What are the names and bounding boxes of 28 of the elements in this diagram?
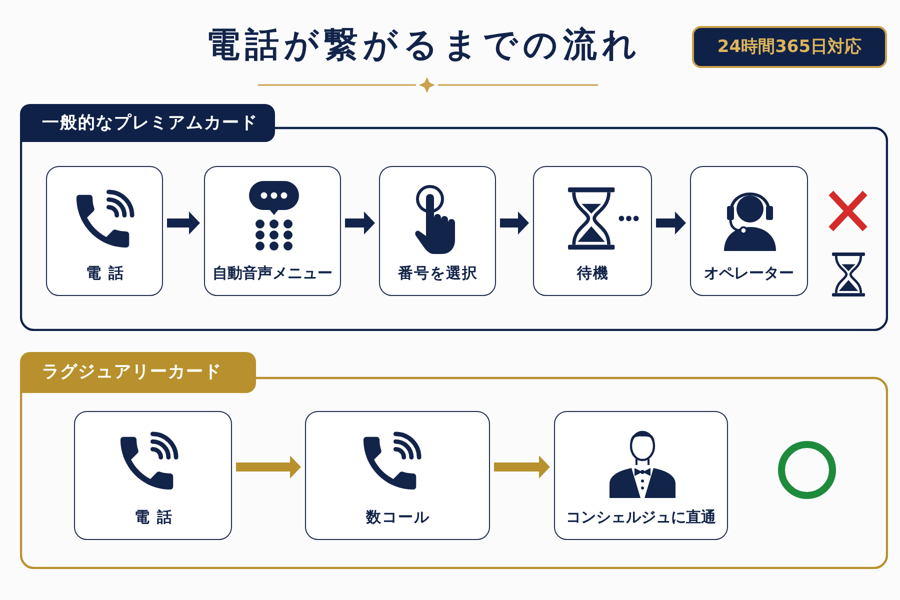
step-box [554,411,728,540]
arrow [656,212,686,234]
step-label: 電話 [86,263,131,284]
step-label: 番号を選択 [398,263,478,284]
step-box [305,411,490,540]
section-panel [20,104,888,331]
section-heading-tab: ラグジュアリーカード [20,352,256,393]
step-label: 数コール [366,507,430,528]
step-box [533,166,652,296]
step-box [204,166,341,296]
step-box [379,166,496,296]
step-label: 電話 [134,507,180,528]
step-box [74,411,232,540]
info-badge: 24時間365日対応 [692,26,887,68]
section-heading-tab: 一般的なプレミアムカード [20,104,275,142]
step-box [46,166,163,296]
step-label: 自動音声メニュー [212,263,332,284]
arrow [494,456,550,478]
arrow [345,212,375,234]
diagram-title: 電話が繋がるまでの流れ [206,24,642,67]
arrow [500,212,529,234]
step-label: コンシェルジュに直通 [566,507,716,528]
step-label: オペレーター [704,263,794,284]
section-panel [20,352,888,569]
arrow [167,212,200,234]
arrow [236,456,301,478]
step-label: 待機 [577,263,609,284]
step-box [690,166,808,296]
